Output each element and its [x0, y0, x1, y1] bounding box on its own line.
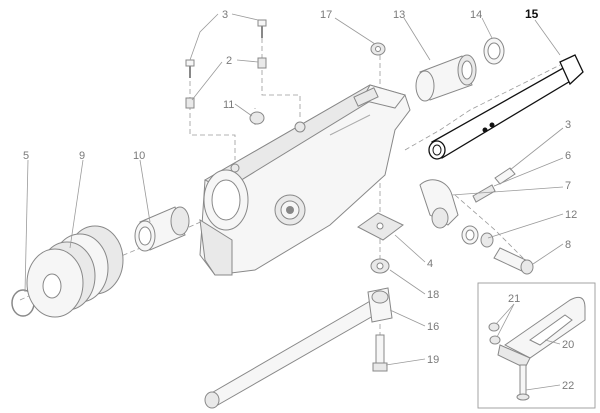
part-6-screw: [472, 184, 496, 203]
callout-22: 22: [562, 380, 574, 392]
part-22-bolt: [516, 364, 530, 401]
callout-10: 10: [133, 150, 145, 162]
part-14-ring: [483, 37, 505, 65]
callout-17: 17: [320, 9, 332, 21]
callout-3-right: 3: [565, 119, 571, 131]
main-body-casting: [199, 84, 411, 276]
callout-16: 16: [427, 321, 439, 333]
callout-6: 6: [565, 150, 571, 162]
part-17-nut: [370, 42, 386, 56]
callout-3-top: 3: [222, 9, 228, 21]
part-3-screw-top: [185, 19, 267, 78]
callout-19: 19: [427, 354, 439, 366]
part-8-pin: [493, 247, 534, 275]
callout-15: 15: [525, 7, 539, 21]
callout-5: 5: [23, 150, 29, 162]
callout-7: 7: [565, 180, 571, 192]
part-4-plate: [357, 212, 404, 241]
part-9-pulley: [26, 225, 124, 318]
callout-labels: 3 2 11 17 13 14 15 5 9 10 3 6 7 12 8 4 1…: [23, 7, 577, 392]
callout-4: 4: [427, 258, 433, 270]
callout-12: 12: [565, 209, 577, 221]
detail-inset-box: [477, 282, 596, 409]
callout-9: 9: [79, 150, 85, 162]
leader-lines: [24, 13, 564, 391]
callout-13: 13: [393, 9, 405, 21]
part-19-bolt: [372, 334, 388, 372]
part-16-shaft: [204, 287, 393, 409]
part-13-bushing: [415, 54, 477, 102]
callout-8: 8: [565, 239, 571, 251]
part-7-lever: [419, 179, 459, 229]
callout-20: 20: [562, 339, 574, 351]
callout-14: 14: [470, 9, 482, 21]
part-12-washer: [461, 225, 494, 248]
part-11-nut: [249, 111, 265, 125]
part-15-pivot-pin: [428, 54, 584, 160]
callout-2: 2: [226, 55, 232, 67]
part-2-screw: [185, 57, 267, 109]
part-18-nut: [370, 258, 390, 274]
callout-21: 21: [508, 293, 520, 305]
part-21-screws: [488, 322, 501, 345]
callout-18: 18: [427, 289, 439, 301]
part-3-setscrew-right: [494, 167, 516, 185]
callout-11: 11: [223, 99, 234, 111]
part-20-bracket: [497, 296, 586, 369]
part-10-bushing: [134, 206, 190, 252]
